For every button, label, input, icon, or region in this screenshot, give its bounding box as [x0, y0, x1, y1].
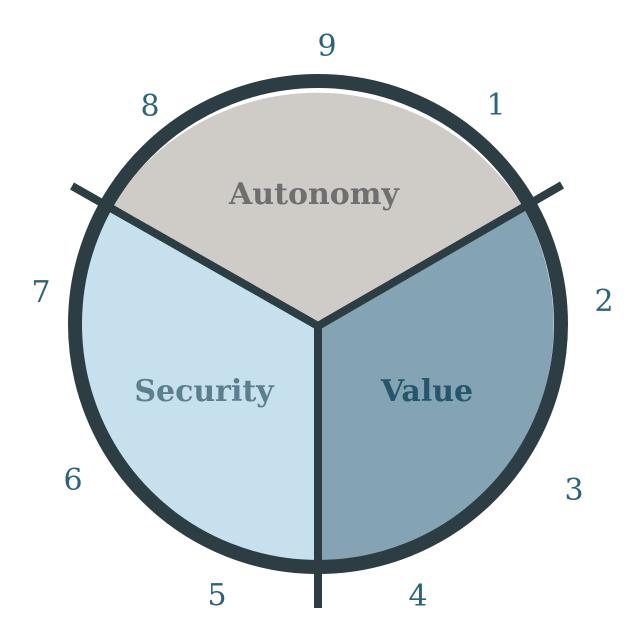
number-4: 4 [408, 579, 427, 614]
divider-left [70, 182, 320, 330]
number-6: 6 [63, 463, 82, 498]
sector-value [318, 207, 554, 568]
number-7: 7 [31, 275, 50, 310]
label-value: Value [380, 374, 473, 409]
divider-right [315, 181, 565, 330]
number-2: 2 [594, 284, 613, 319]
sector-autonomy [109, 92, 523, 326]
number-8: 8 [140, 89, 159, 124]
number-9: 9 [317, 29, 336, 64]
label-security: Security [134, 374, 275, 409]
label-autonomy: Autonomy [228, 177, 401, 212]
number-3: 3 [564, 473, 583, 508]
number-1: 1 [486, 88, 505, 123]
number-5: 5 [207, 578, 226, 613]
